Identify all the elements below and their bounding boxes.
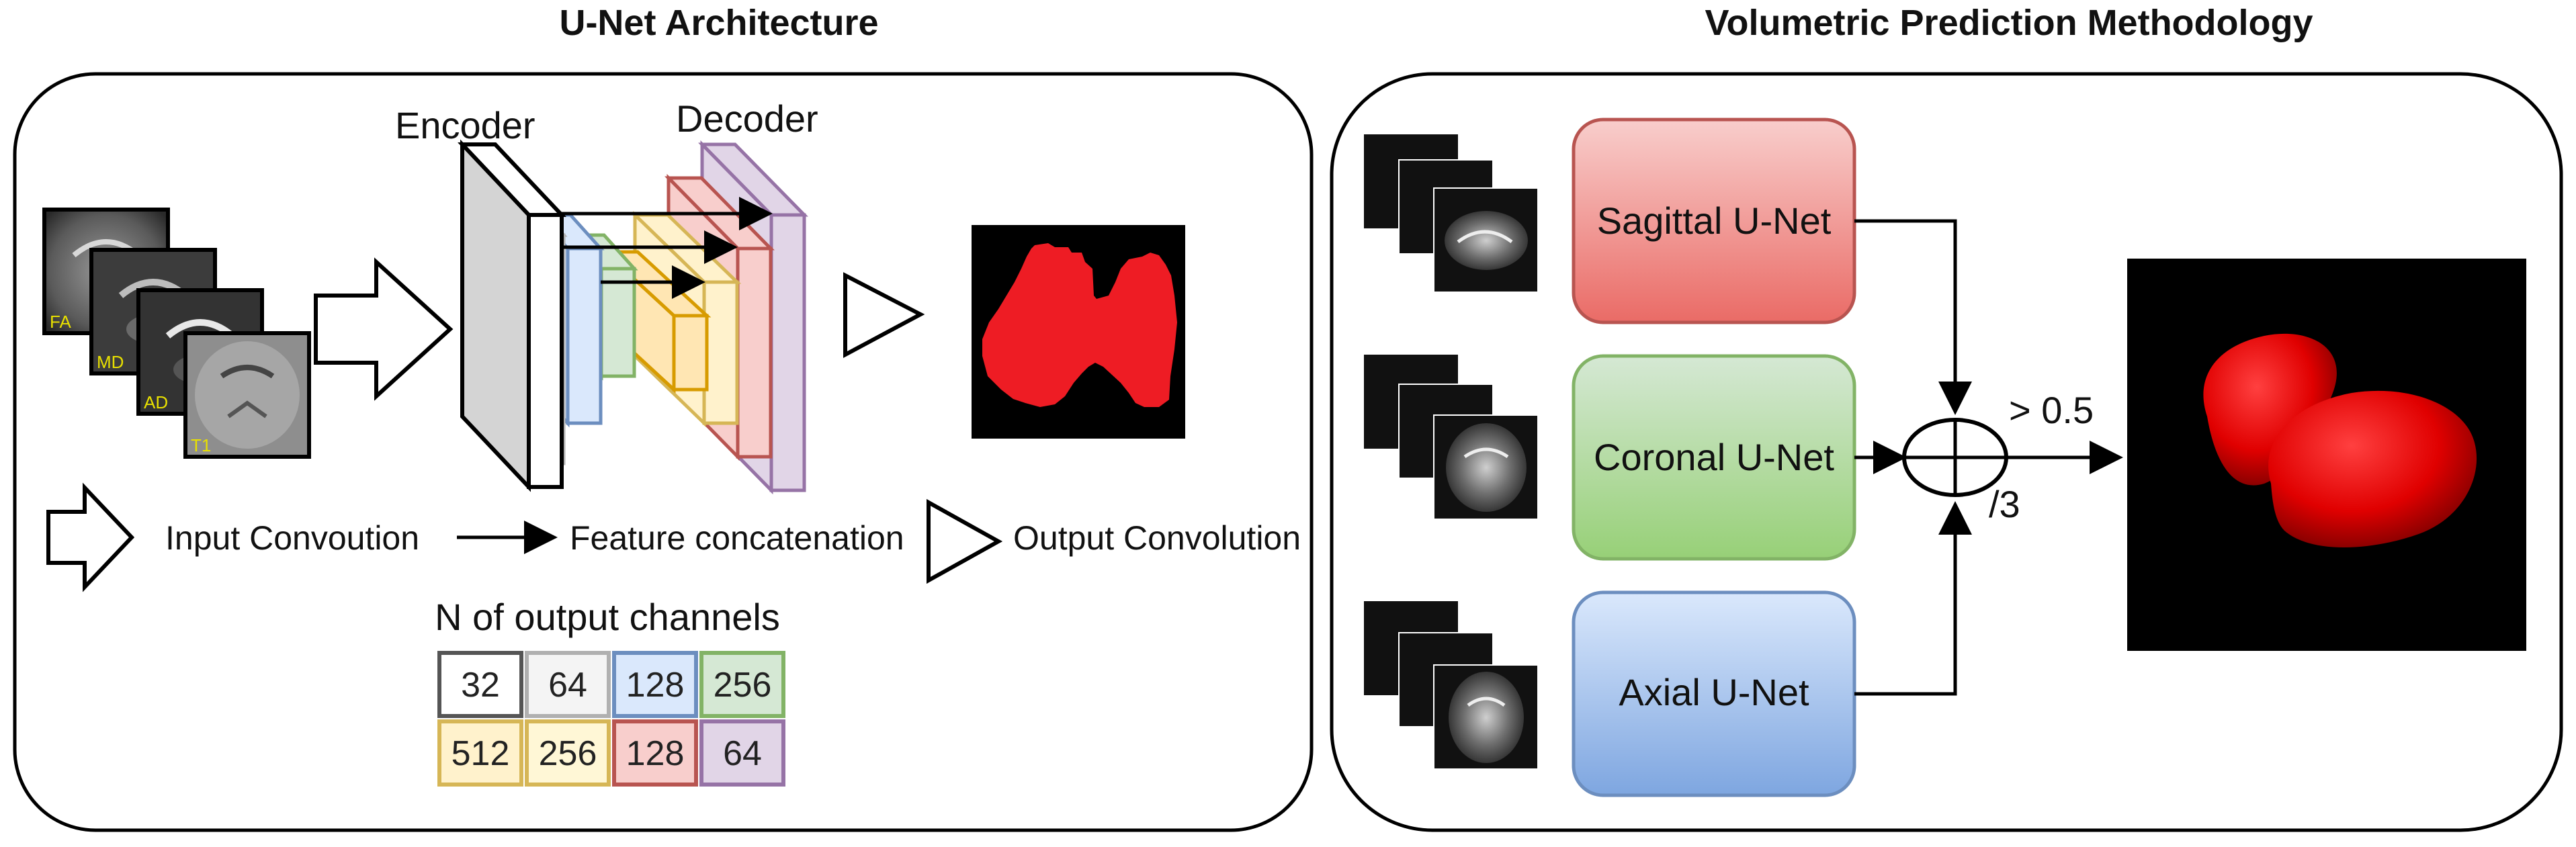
legend-feature-concatenation: Feature concatenation — [570, 519, 904, 557]
channel-cell-1-2 — [612, 719, 698, 787]
channel-value-0-3: 256 — [714, 666, 772, 705]
legend-output-convolution: Output Convolution — [1013, 519, 1301, 557]
prediction-right-lobe — [2268, 390, 2477, 547]
channel-cell-0-0 — [437, 651, 523, 718]
right-panel-title: Volumetric Prediction Methodology — [1705, 3, 2313, 43]
channel-value-1-0: 512 — [452, 734, 510, 773]
axial-unet-label: Axial U-Net — [1619, 671, 1809, 713]
right-panel-frame — [1330, 72, 2563, 832]
input-convolution-arrow — [314, 257, 454, 401]
channel-cell-1-3 — [699, 719, 785, 787]
coronal-slices — [1364, 355, 1539, 520]
segmentation-output — [972, 225, 1185, 439]
channel-value-0-0: 32 — [461, 666, 500, 705]
sagittal-to-sum-arrow — [1854, 219, 1972, 415]
modality-label-md: MD — [97, 352, 124, 372]
threshold-label: > 0.5 — [2009, 389, 2094, 431]
unet-blocks — [458, 139, 808, 495]
legend-input-arrow-icon — [46, 482, 135, 592]
layer-encoder-32 — [458, 139, 566, 492]
channel-cell-0-1 — [525, 651, 611, 718]
axial-to-sum-arrow — [1854, 501, 1972, 696]
summation-node — [1902, 418, 2008, 497]
channel-cell-0-3 — [699, 651, 785, 718]
axial-slices — [1364, 601, 1539, 770]
division-label: /3 — [1989, 483, 2020, 525]
output-convolution-triangle — [843, 272, 925, 359]
channel-cell-1-1 — [525, 719, 611, 787]
channel-value-0-1: 64 — [548, 666, 587, 705]
sagittal-unet-label: Sagittal U-Net — [1597, 199, 1832, 242]
mri-slice-t1: T1 — [183, 331, 311, 459]
coronal-unet-label: Coronal U-Net — [1594, 436, 1834, 478]
channel-value-0-2: 128 — [626, 666, 685, 705]
channel-value-1-1: 256 — [539, 734, 597, 773]
left-panel-frame — [13, 72, 1314, 832]
channel-cell-0-2 — [612, 651, 698, 718]
fusion-connections — [1854, 219, 1972, 696]
legend-input-convolution: Input Convoution — [165, 519, 419, 557]
decoder-label: Decoder — [676, 97, 818, 140]
channel-value-1-2: 128 — [626, 734, 685, 773]
input-mri-stack: FA MD AD T1 — [42, 208, 311, 459]
legend-output-triangle-icon — [927, 498, 1003, 584]
channel-value-1-3: 64 — [723, 734, 762, 773]
encoder-label: Encoder — [395, 104, 535, 146]
modality-label-t1: T1 — [191, 435, 211, 455]
volumetric-prediction — [2127, 259, 2526, 651]
channel-cell-1-0 — [437, 719, 523, 787]
left-panel-title: U-Net Architecture — [559, 3, 878, 43]
modality-label-ad: AD — [144, 392, 168, 412]
legend: Input Convoution Feature concatenation O… — [46, 482, 1301, 592]
sagittal-slices — [1364, 134, 1539, 293]
skip-connections — [562, 197, 773, 299]
channels-table-title: N of output channels — [435, 596, 780, 638]
channels-table: 32 64 128 256 512 256 128 64 — [437, 651, 785, 787]
segmentation-mask — [982, 243, 1177, 407]
modality-label-fa: FA — [50, 312, 71, 332]
